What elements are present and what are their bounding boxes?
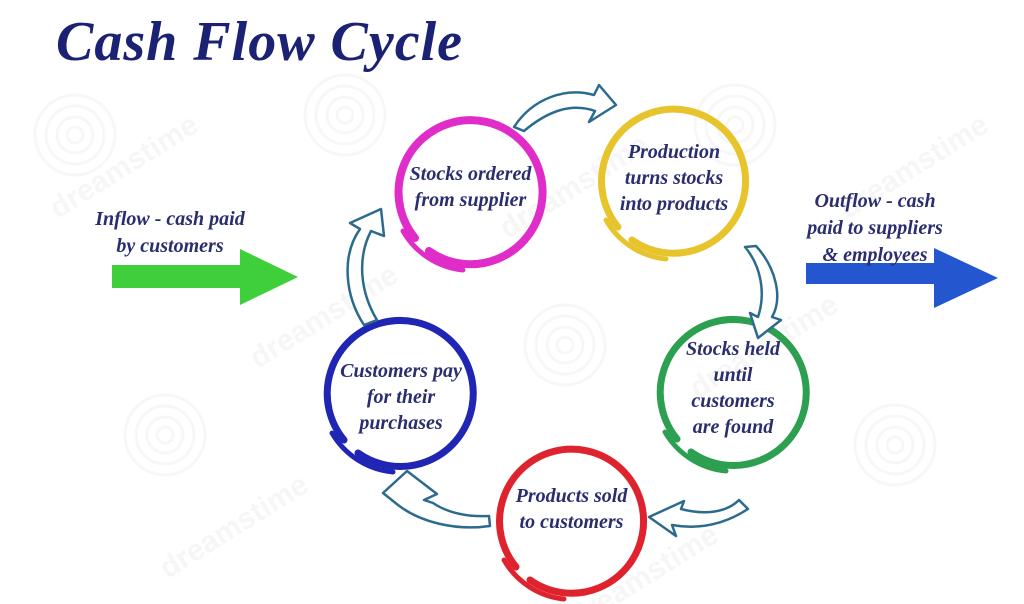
node-label-line: for their [366,386,436,408]
cycle-ring-customers-pay [323,316,477,475]
inflow-label-line: by customers [116,235,224,257]
outflow-label-line: & employees [822,244,928,266]
inflow-arrow [112,249,298,305]
cycle-arrow-left [346,207,386,327]
node-label-stocks-ordered: Stocks ordered from supplier [388,161,553,213]
node-label-line: Stocks held [686,338,780,360]
cycle-arrow-bottom-right [647,498,750,538]
node-label-stocks-held: Stocks held until customers are found [657,336,809,440]
node-label-line: turns stocks [624,167,724,189]
node-label-customers-pay: Customers pay for their purchases [322,358,480,436]
cycle-ring-stocks-ordered [394,116,547,273]
cycle-ring-products-sold [496,445,647,602]
page-title: Cash Flow Cycle [56,11,464,73]
outflow-label-line: paid to suppliers [807,217,943,239]
cycle-ring-production [598,105,749,262]
node-label-line: customers [691,390,775,412]
node-label-line: from supplier [414,189,527,211]
node-label-line: purchases [359,412,443,434]
node-label-line: Customers pay [340,360,462,382]
cycle-arrow-top [512,83,618,133]
outflow-label: Outflow - cash paid to suppliers & emplo… [770,188,980,269]
node-label-products-sold: Products sold to customers [484,483,659,535]
inflow-label-line: Inflow - cash paid [95,208,245,230]
node-label-line: into products [619,193,729,215]
outflow-label-line: Outflow - cash [814,190,936,212]
cycle-arrow-right [743,244,783,340]
cycle-arrow-bottom-left [381,469,492,529]
cycle-ring-stocks-held [656,315,810,474]
node-label-line: to customers [519,511,624,533]
node-label-line: Production [627,141,721,163]
node-label-line: Products sold [515,485,628,507]
node-label-production: Production turns stocks into products [595,139,753,217]
node-label-line: until [713,364,753,386]
node-label-line: are found [692,416,774,438]
node-label-line: Stocks ordered [409,163,532,185]
inflow-label: Inflow - cash paid by customers [70,206,270,260]
outflow-arrow [806,248,998,308]
